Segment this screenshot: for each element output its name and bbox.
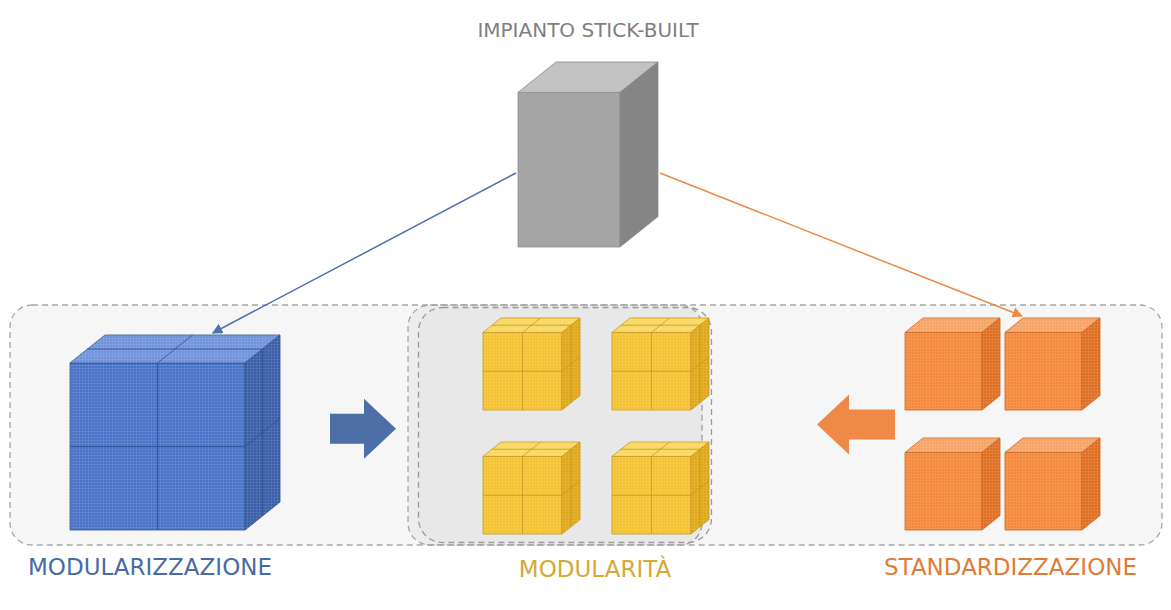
cube-texture	[905, 452, 982, 530]
concept-label: MODULARIZZAZIONE	[28, 554, 272, 582]
cube-face	[562, 442, 580, 534]
cube-grid	[492, 325, 571, 326]
plant-label: IMPIANTO STICK-BUILT	[477, 18, 698, 42]
cube-face	[1082, 318, 1100, 410]
cube-texture	[982, 318, 1000, 410]
cube-texture	[483, 332, 562, 410]
cube-grid	[70, 446, 245, 447]
cube-texture	[612, 332, 691, 410]
cube-texture	[483, 456, 562, 534]
cube-texture	[1005, 452, 1082, 530]
cube-face	[982, 318, 1000, 410]
concept-label: MODULARITÀ	[519, 556, 671, 584]
caption-block: MODULARIZZAZIONE	[28, 554, 272, 582]
cube-texture	[1005, 332, 1082, 410]
cube-texture	[1082, 438, 1100, 530]
cube-face	[691, 442, 709, 534]
cube-face	[1082, 438, 1100, 530]
cube	[483, 318, 709, 534]
cube-face	[70, 335, 280, 363]
block-arrow	[817, 395, 895, 455]
cube-face	[620, 62, 658, 247]
cube-face	[562, 318, 580, 410]
cube-face	[1005, 332, 1082, 410]
flow-arrow	[660, 173, 1022, 316]
cube-texture	[245, 335, 280, 530]
cube-face	[982, 438, 1000, 530]
standard-group: STANDARDIZZAZIONE	[905, 318, 1100, 530]
modularity-group: MODULARITÀ	[418, 307, 712, 543]
cube-face	[612, 456, 691, 534]
cube-texture	[562, 442, 580, 534]
cube-face	[905, 332, 982, 410]
caption-block: STANDARDIZZAZIONE	[884, 554, 1137, 582]
group-outline	[408, 305, 1162, 545]
cube-texture	[1082, 318, 1100, 410]
cube-grid	[571, 325, 572, 403]
cube-grid	[700, 449, 701, 527]
caption-block: MODULARITÀ	[519, 556, 671, 584]
cube-grid	[612, 371, 691, 372]
cube	[518, 62, 658, 247]
cube-texture	[905, 332, 982, 410]
cube-face	[612, 332, 691, 410]
cube-texture	[982, 438, 1000, 530]
cube-face	[691, 318, 709, 410]
cube-texture	[612, 456, 691, 534]
cube-face	[518, 92, 620, 247]
cube-face	[483, 332, 562, 410]
cube-texture	[70, 335, 280, 363]
cube-texture	[70, 363, 245, 530]
cube-texture	[691, 318, 709, 410]
cube-grid	[483, 371, 562, 372]
cube-grid	[262, 349, 263, 516]
cube-texture	[691, 442, 709, 534]
cube-face	[905, 452, 982, 530]
cube-face	[1005, 452, 1082, 530]
cube-grid	[88, 349, 263, 350]
module-cube: MODULARIZZAZIONE	[70, 335, 280, 530]
cube-illustration	[70, 335, 280, 530]
cube-illustration	[418, 307, 712, 543]
cube	[70, 335, 280, 530]
cube-grid	[700, 325, 701, 403]
cube-grid	[621, 449, 700, 450]
cube-grid	[492, 449, 571, 450]
cube-grid	[621, 325, 700, 326]
cube-grid	[612, 495, 691, 496]
cube-grid	[483, 495, 562, 496]
block-arrow	[330, 399, 396, 459]
cube-grid	[571, 449, 572, 527]
concept-label: STANDARDIZZAZIONE	[884, 554, 1137, 582]
cube	[905, 318, 1100, 530]
cube-texture	[562, 318, 580, 410]
caption-block: IMPIANTO STICK-BUILT	[477, 18, 698, 42]
group-outline	[419, 308, 712, 543]
cube-illustration	[905, 318, 1100, 530]
cube-face	[245, 335, 280, 530]
plant-cube: IMPIANTO STICK-BUILT	[518, 62, 658, 247]
cube-face	[70, 363, 245, 530]
cube-face	[483, 456, 562, 534]
cube-illustration	[518, 62, 658, 247]
